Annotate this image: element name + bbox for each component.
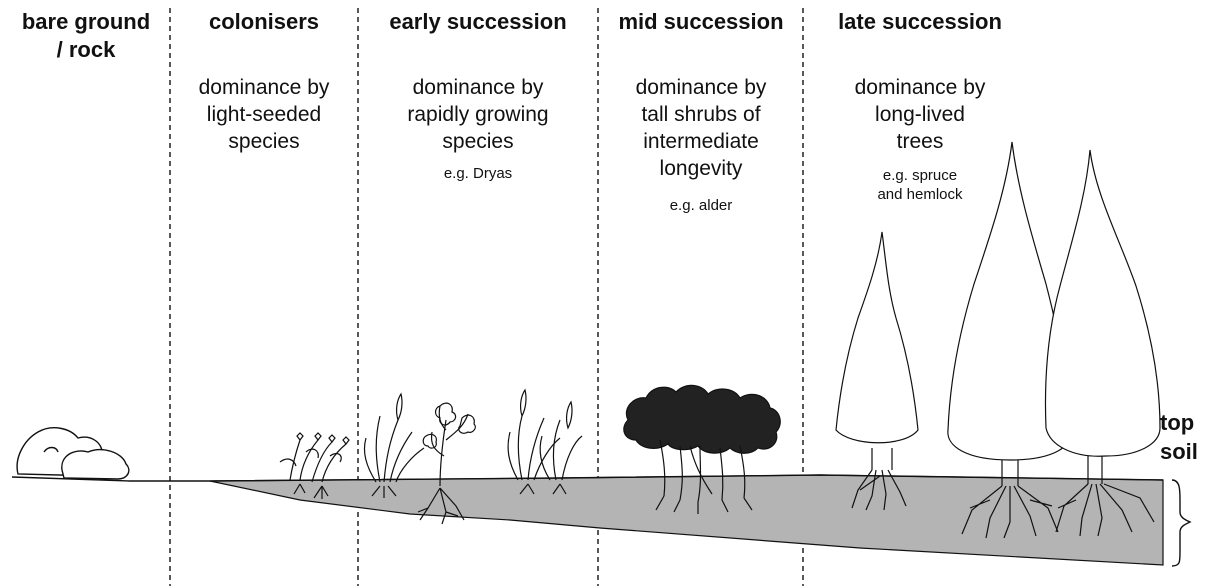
stage-example-late-succession: e.g. spruce and hemlock [820,166,1020,204]
stage-title-late-succession: late succession [820,8,1020,36]
stage-description-mid-succession: dominance by tall shrubs of intermediate… [600,74,802,182]
stage-description-late-succession: dominance by long-lived trees [820,74,1020,155]
stage-example-early-succession: e.g. Dryas [360,164,596,183]
rock-icon [17,428,129,479]
stage-description-early-succession: dominance by rapidly growing species [360,74,596,155]
stage-title-colonisers: colonisers [172,8,356,36]
topsoil-layer [210,475,1163,565]
stage-title-early-succession: early succession [360,8,596,36]
stage-example-mid-succession: e.g. alder [600,196,802,215]
conifer-tree-icon [836,232,918,510]
stage-description-colonisers: dominance by light-seeded species [172,74,356,155]
topsoil-label: top soil [1160,408,1198,466]
stage-title-mid-succession: mid succession [600,8,802,36]
brace-icon [1172,480,1190,566]
stage-title-bare-ground: bare ground / rock [4,8,168,64]
